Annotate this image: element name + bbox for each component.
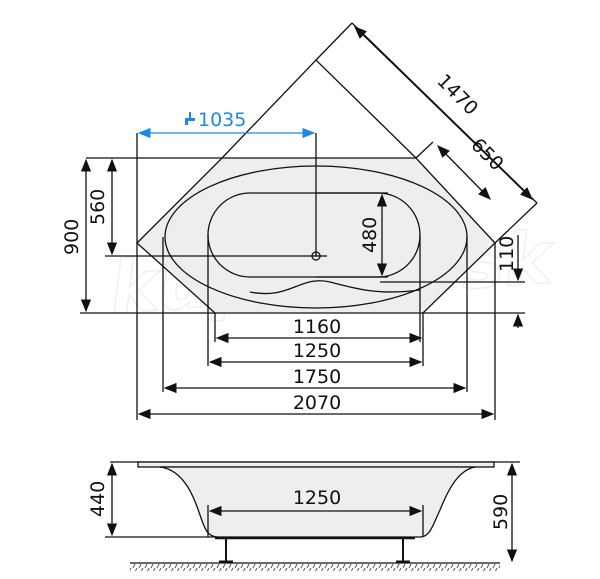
corner-wall [221,59,417,159]
total-height-label: 590 [490,494,512,530]
faucet-distance-label: 1035 [198,109,246,131]
rim-length-label: 1750 [293,366,341,388]
side-rim [137,461,495,468]
drain-offset-label: 560 [87,189,109,225]
inner-width-label: 480 [359,217,381,253]
faucet-icon [185,112,195,125]
corner-offset-label: 110 [496,236,518,272]
total-length-label: 2070 [293,392,341,414]
bottom-flat-label: 1160 [293,316,341,338]
basin-length-label: 1250 [293,340,341,362]
side-basin-length-label: 1250 [293,487,341,509]
diagonal-total-label: 1470 [432,70,482,120]
depth-label: 440 [87,481,109,517]
height-total-label: 900 [61,219,83,255]
seat-wave [249,280,421,295]
basin [207,192,421,278]
